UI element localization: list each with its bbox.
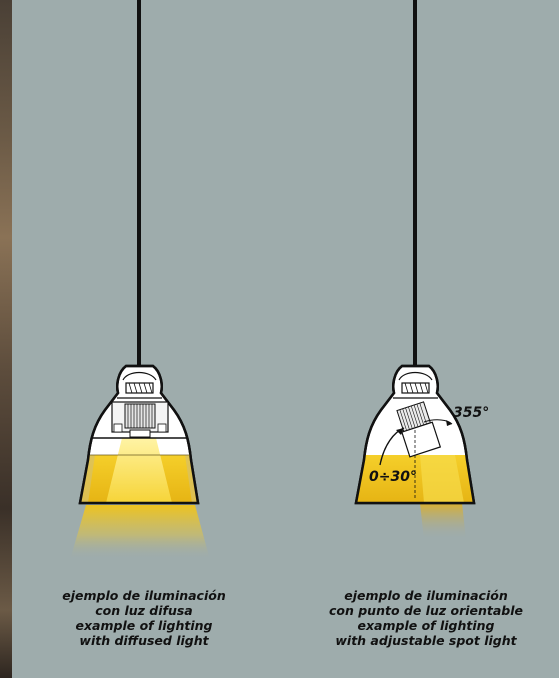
lamp-body: 355° 0÷30° (356, 366, 489, 540)
lamp-body (70, 366, 210, 560)
lamp-diffused-diagram (70, 0, 210, 560)
caption-line: ejemplo de iluminación (14, 588, 274, 603)
rotation-angle-label: 355° (453, 405, 489, 421)
caption-line: with diffused light (14, 633, 274, 648)
caption-line: example of lighting (296, 618, 556, 633)
caption-line: con luz difusa (14, 603, 274, 618)
caption-line: with adjustable spot light (296, 633, 556, 648)
caption-line: con punto de luz orientable (296, 603, 556, 618)
diffused-light-beam (70, 505, 210, 560)
lamp-adjustable-diagram: 355° 0÷30° (356, 0, 489, 540)
spot-light-beam (420, 503, 466, 540)
caption-line: example of lighting (14, 618, 274, 633)
tilt-angle-label: 0÷30° (369, 469, 417, 485)
caption-line: ejemplo de iluminación (296, 588, 556, 603)
caption-diffused-light: ejemplo de iluminación con luz difusa ex… (14, 588, 274, 648)
caption-adjustable-spot: ejemplo de iluminación con punto de luz … (296, 588, 556, 648)
